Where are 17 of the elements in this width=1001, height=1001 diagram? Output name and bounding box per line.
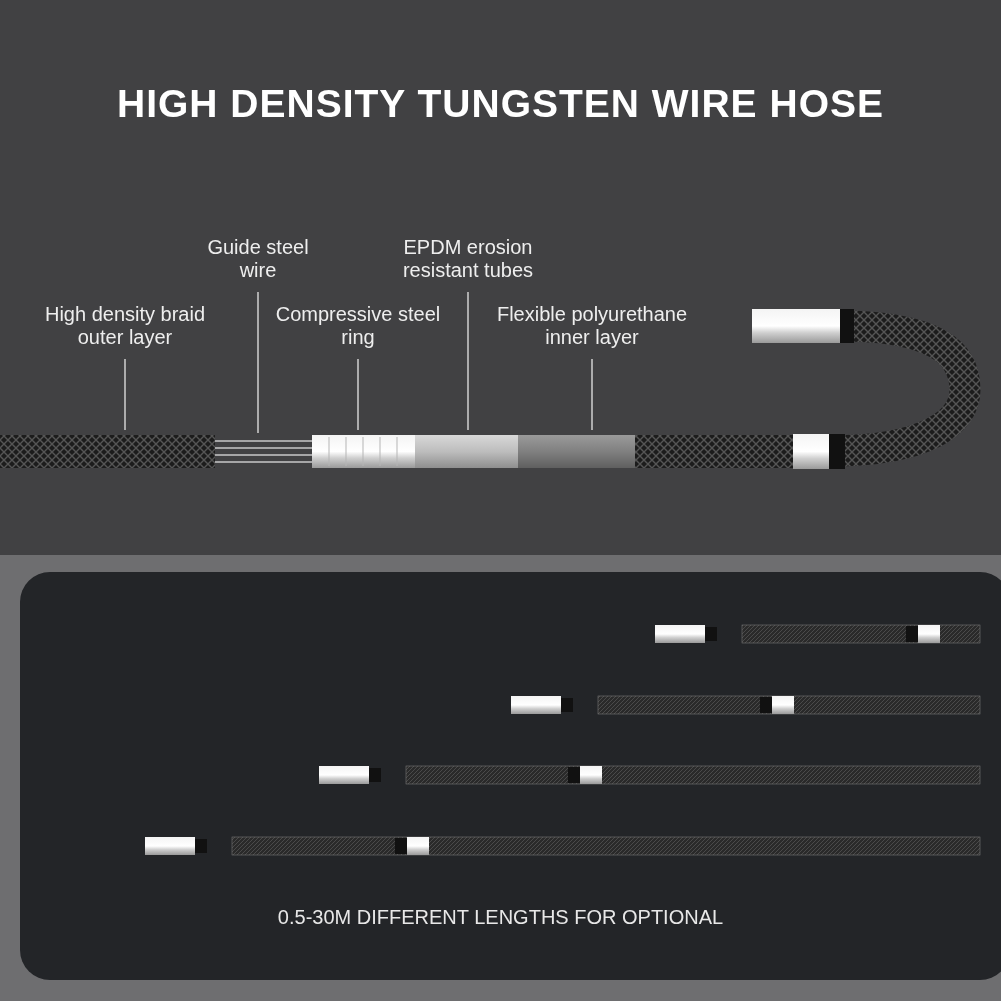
leader-line (257, 291, 259, 434)
callout-label: High density braid outer layer (25, 303, 225, 349)
steel-wire-bundle (214, 438, 313, 465)
callout-label: EPDM erosion resistant tubes (383, 236, 553, 282)
callout-label: Guide steel wire (188, 236, 328, 282)
leader-line (357, 358, 359, 431)
steel-ring-section (312, 435, 415, 468)
callout-label: Flexible polyurethane inner layer (472, 303, 712, 349)
tube-section (415, 435, 518, 468)
tube-section (518, 435, 635, 468)
leader-line (591, 358, 593, 431)
caption: 0.5-30M DIFFERENT LENGTHS FOR OPTIONAL (276, 906, 725, 929)
leader-line (467, 291, 469, 431)
leader-line (124, 358, 126, 431)
braided-hose-segment (0, 435, 215, 468)
callout-label: Compressive steel ring (273, 303, 443, 349)
title: HIGH DENSITY TUNGSTEN WIRE HOSE (116, 82, 885, 126)
